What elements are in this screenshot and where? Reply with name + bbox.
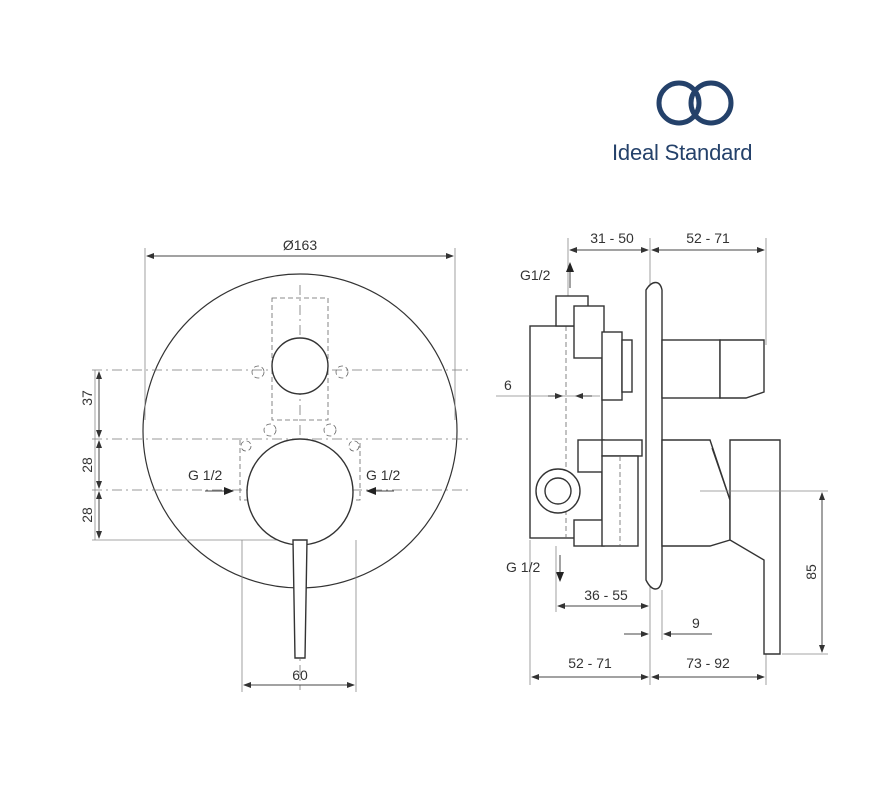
handle-disc [246, 438, 354, 546]
logo-ring-left [656, 80, 702, 126]
dim-36-55: 36 - 55 [584, 587, 628, 603]
dim-73-92: 73 - 92 [686, 655, 730, 671]
dim-9: 9 [692, 615, 700, 631]
outlet-top-label: G1/2 [520, 267, 551, 283]
logo-ring-right [688, 80, 734, 126]
front-view: Ø163 37 28 28 G 1/2 G 1/2 60 [79, 237, 470, 692]
brand-name: Ideal Standard [612, 140, 753, 165]
dim-60: 60 [292, 667, 308, 683]
dim-52-71-bottom: 52 - 71 [568, 655, 612, 671]
dim-85: 85 [803, 564, 819, 580]
dim-31-50: 31 - 50 [590, 230, 634, 246]
diverter-knob-side [719, 339, 765, 399]
diverter-knob [271, 337, 329, 395]
lever [292, 539, 308, 659]
dim-28-lower: 28 [79, 507, 95, 523]
dim-52-71-top: 52 - 71 [686, 230, 730, 246]
side-view: 31 - 50 52 - 71 G1/2 G 1/2 [496, 230, 828, 685]
inlet-right-label: G 1/2 [366, 467, 400, 483]
lever-side [661, 439, 731, 547]
cover-plate-side [645, 281, 663, 590]
diameter-label: Ø163 [283, 237, 317, 253]
outlet-bottom-label: G 1/2 [506, 559, 540, 575]
ideal-standard-logo [656, 80, 734, 126]
dim-6: 6 [504, 377, 512, 393]
dim-37: 37 [79, 390, 95, 406]
inlet-left-label: G 1/2 [188, 467, 222, 483]
dim-28-upper: 28 [79, 457, 95, 473]
